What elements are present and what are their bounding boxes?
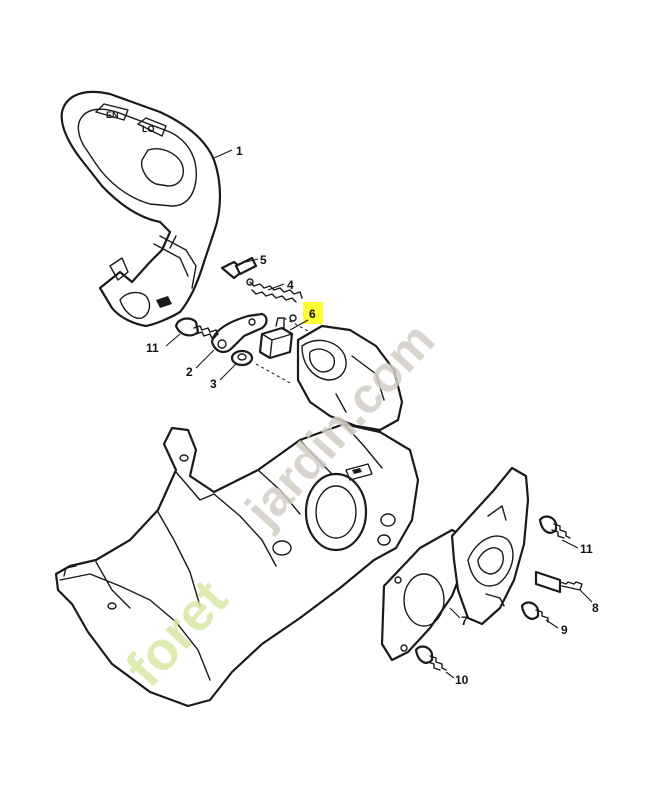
callouts-layer: 1 6 5 4 6 11 2 3 11 8 9 7 10 bbox=[146, 144, 599, 687]
callout-label-6: 6 bbox=[309, 307, 316, 321]
callout-label-10: 10 bbox=[455, 673, 469, 687]
callout-label-11-lower: 11 bbox=[580, 542, 593, 556]
callout-label-4: 4 bbox=[287, 278, 294, 292]
screw-part-11-upper bbox=[174, 317, 219, 339]
intake-flange-part bbox=[450, 466, 530, 626]
callout-label-7: 7 bbox=[461, 614, 468, 628]
callout-label-9: 9 bbox=[561, 623, 568, 637]
callout-label-2: 2 bbox=[186, 365, 193, 379]
stud-part-8 bbox=[534, 570, 583, 594]
screw-part-5 bbox=[220, 256, 258, 280]
callout-label-8: 8 bbox=[592, 601, 599, 615]
screw-part-11-lower bbox=[538, 515, 571, 539]
callout-label-1: 1 bbox=[236, 144, 243, 158]
screw-part-10 bbox=[414, 645, 447, 671]
callout-highlight-6 bbox=[303, 302, 323, 324]
crankcase-housing-part bbox=[54, 317, 420, 708]
svg-text:LO: LO bbox=[142, 124, 155, 134]
callout-label-11-upper: 11 bbox=[146, 341, 159, 355]
switch-part-6 bbox=[258, 317, 294, 360]
screw-part-9 bbox=[520, 601, 549, 623]
spring-part-4 bbox=[246, 278, 303, 322]
svg-text:EN: EN bbox=[106, 110, 119, 120]
washer-part-3 bbox=[230, 349, 254, 367]
lever-part-2 bbox=[210, 312, 268, 354]
callout-label-3: 3 bbox=[210, 377, 217, 391]
gasket-part-7 bbox=[380, 528, 472, 662]
callout-label-5-visible: 5 bbox=[260, 253, 267, 267]
hand-guard-part: EN LO bbox=[60, 90, 222, 328]
